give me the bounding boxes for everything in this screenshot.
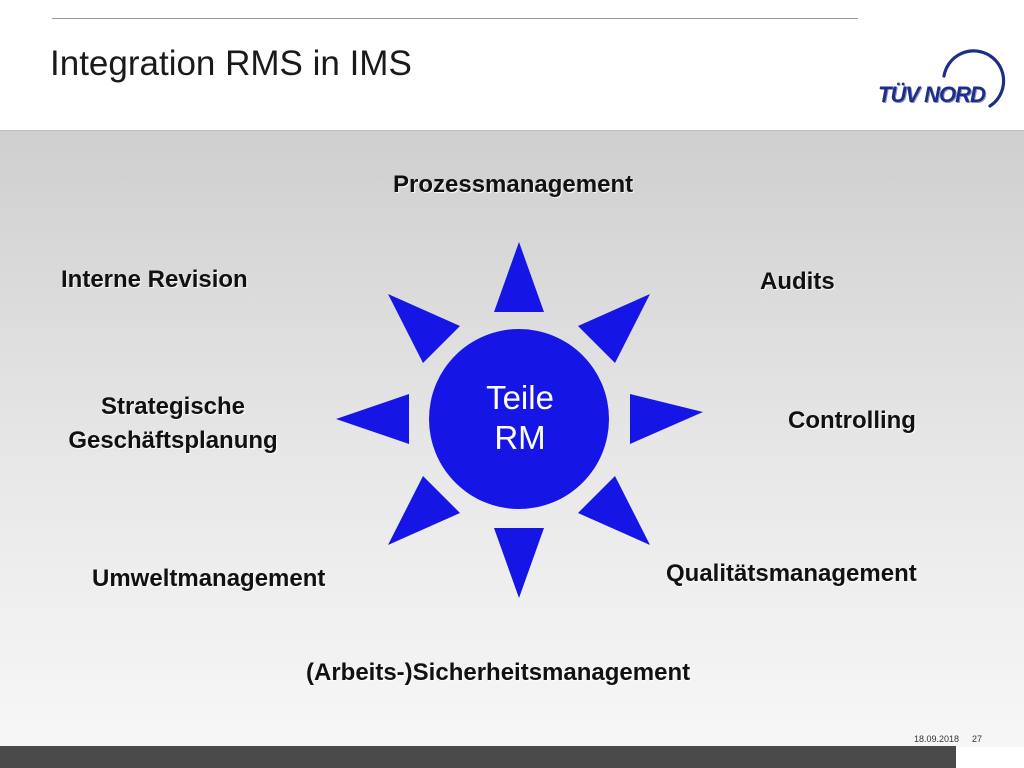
footer-page-number: 27 — [972, 734, 983, 744]
label-umweltmanagement: Umweltmanagement — [92, 565, 326, 592]
slide-title: Integration RMS in IMS — [50, 44, 412, 83]
tuev-nord-logo: TÜV NORD — [872, 44, 1006, 116]
label-strategische-geschaeftsplanung: Strategische Geschäftsplanung — [40, 390, 306, 458]
logo-wordmark: TÜV NORD — [878, 82, 986, 107]
logo-arc-icon — [942, 49, 1006, 108]
ray-right — [630, 394, 703, 444]
ray-left — [336, 394, 409, 444]
footer-date: 18.09.2018 — [914, 734, 960, 744]
core-label-line2: RM — [494, 419, 546, 456]
ray-bottom — [494, 528, 544, 598]
ray-bottom-left — [388, 476, 460, 545]
ray-bottom-right — [578, 476, 650, 545]
ray-top — [494, 242, 544, 312]
top-rule — [52, 18, 858, 19]
label-geschaeftsplanung: Geschäftsplanung — [68, 427, 278, 454]
ray-top-left — [388, 294, 460, 363]
label-arbeits-sicherheitsmanagement: (Arbeits-)Sicherheitsmanagement — [306, 659, 691, 686]
core-label-line1: Teile — [486, 379, 554, 416]
label-prozessmanagement: Prozessmanagement — [393, 171, 634, 198]
label-strategische: Strategische — [100, 393, 246, 420]
ray-top-right — [578, 294, 650, 363]
core-label: Teile RM — [436, 378, 604, 458]
footer-bar — [0, 746, 956, 768]
core-circle — [429, 329, 609, 509]
label-interne-revision: Interne Revision — [61, 266, 248, 293]
label-qualitaetsmanagement: Qualitätsmanagement — [666, 560, 917, 587]
label-audits: Audits — [760, 268, 835, 295]
label-controlling: Controlling — [788, 407, 916, 434]
